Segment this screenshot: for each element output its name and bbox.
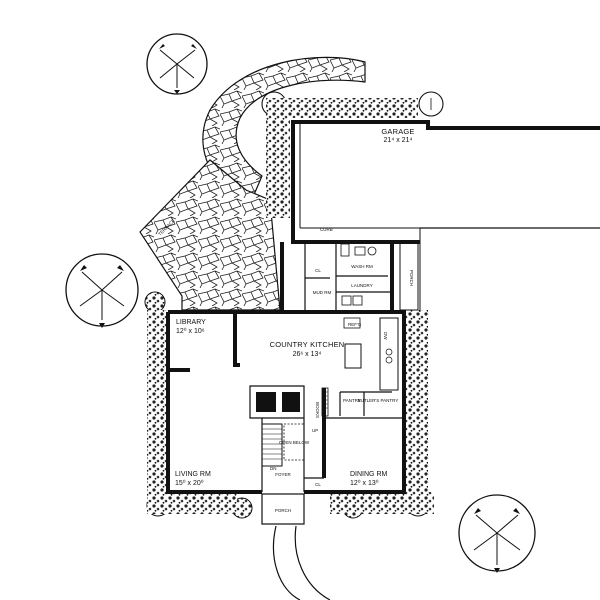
- terrace-area: [139, 159, 281, 311]
- service-wing: [280, 241, 419, 312]
- ref-label: REF'G: [348, 322, 362, 327]
- closet-label: CL: [315, 268, 321, 273]
- library-size: 12⁰ x 10⁶: [176, 327, 205, 335]
- foyer-label: FOYER: [275, 472, 291, 477]
- books-label: BOOKS: [315, 402, 320, 418]
- kitchen-fixtures: [343, 317, 399, 391]
- shrub-beds: [147, 98, 434, 514]
- garage-label: GARAGE: [381, 127, 414, 136]
- closet-label-2: CL: [315, 482, 321, 487]
- dining-rm-size: 12⁰ x 13⁰: [350, 479, 379, 487]
- tree-bottom-right: [458, 494, 536, 573]
- mud-rm-label: MUD RM: [313, 290, 332, 295]
- open-below-label: OPEN BELOW: [279, 440, 310, 445]
- garage-block: [291, 120, 600, 312]
- front-porch-label: PORCH: [275, 508, 291, 513]
- living-rm-label: LIVING RM: [175, 471, 211, 478]
- tree-left: [65, 253, 139, 328]
- up-label: UP: [312, 428, 318, 433]
- library-label: LIBRARY: [176, 319, 206, 326]
- country-kitchen-label: COUNTRY KITCHEN: [270, 340, 345, 349]
- tree-top-left: [146, 33, 208, 95]
- wash-rm-label: WASH RM: [351, 264, 373, 269]
- stairs: [261, 387, 329, 467]
- curb-label: CURB: [320, 227, 333, 232]
- dn-label: DN: [270, 466, 277, 471]
- butlers-pantry-label: BUTLER'S PANTRY: [358, 398, 399, 403]
- country-kitchen-size: 26⁶ x 13⁴: [293, 351, 322, 358]
- garage-size: 21⁴ x 21⁴: [384, 137, 413, 144]
- fireplace: [249, 385, 305, 419]
- pantry-label: PANTRY: [343, 398, 361, 403]
- dw-label: DW: [383, 332, 388, 340]
- laundry-label: LAUNDRY: [351, 283, 372, 288]
- dining-rm-label: DINING RM: [350, 471, 388, 478]
- living-rm-size: 15⁰ x 20⁰: [175, 479, 204, 487]
- front-porch: [261, 493, 331, 600]
- side-porch-label: PORCH: [409, 270, 414, 286]
